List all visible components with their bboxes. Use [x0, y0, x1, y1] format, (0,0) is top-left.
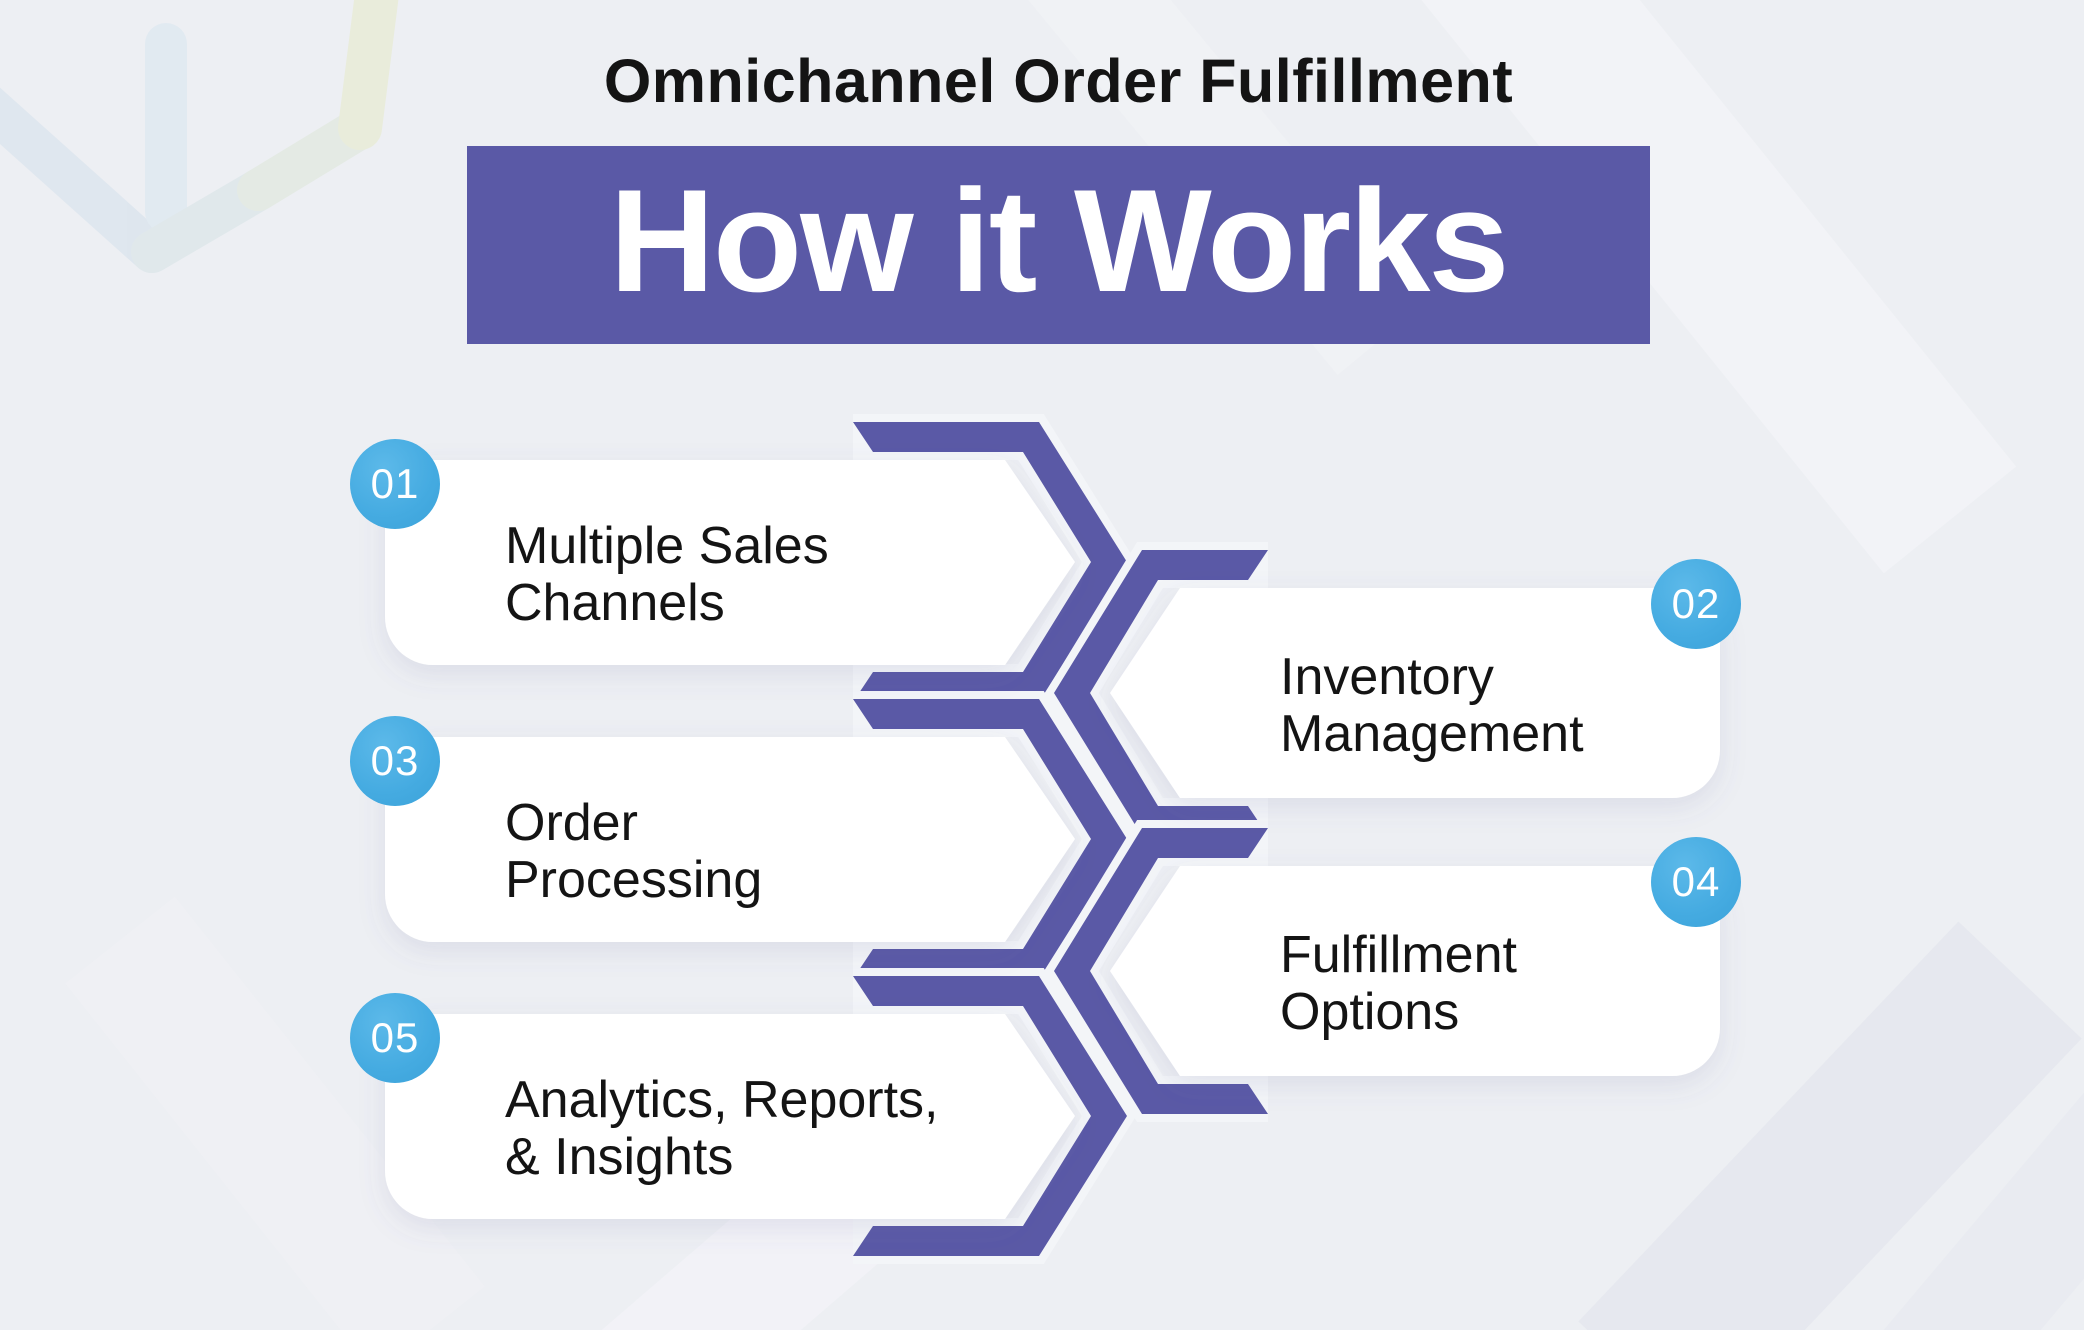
step-1-card	[385, 460, 1075, 665]
step-5-badge: 05	[350, 993, 440, 1083]
step-number: 04	[1671, 858, 1721, 905]
step-label-line: Fulfillment	[1280, 926, 1517, 984]
step-label-line: Options	[1280, 983, 1460, 1041]
step-1-chevron	[853, 422, 1127, 702]
step-2-chevron	[1054, 550, 1268, 836]
step-1-label: Multiple Sales Channels	[505, 518, 1000, 632]
brand-watermark-icon	[0, 0, 399, 273]
step-label-line: Inventory	[1280, 648, 1494, 706]
step-4-card	[1110, 866, 1720, 1076]
step-4-badge: 04	[1651, 837, 1741, 927]
step-label-line: Processing	[505, 851, 763, 909]
step-1-badge: 01	[350, 439, 440, 529]
step-4-chevron	[1054, 828, 1268, 1114]
step-2-badge: 02	[1651, 559, 1741, 649]
step-3-label: Order Processing	[505, 795, 1000, 909]
step-3-card	[385, 737, 1075, 942]
step-number: 05	[370, 1014, 420, 1061]
page-title: Omnichannel Order Fulfillment	[603, 47, 1514, 115]
step-5-chevron	[853, 976, 1127, 1256]
step-label-line: Analytics, Reports,	[505, 1071, 939, 1129]
step-number: 02	[1671, 580, 1721, 627]
step-4-label: Fulfillment Options	[1280, 927, 1710, 1041]
banner-label: How it Works	[609, 159, 1509, 322]
step-label-line: Management	[1280, 705, 1584, 763]
step-5-label: Analytics, Reports, & Insights	[505, 1072, 1000, 1186]
step-label-line: & Insights	[505, 1128, 734, 1186]
step-3-badge: 03	[350, 716, 440, 806]
title-banner: How it Works	[467, 146, 1650, 344]
step-2-card	[1110, 588, 1720, 798]
step-2-label: Inventory Management	[1280, 649, 1710, 763]
step-3-chevron	[853, 699, 1127, 979]
step-number: 03	[370, 737, 420, 784]
step-label-line: Multiple Sales	[505, 517, 829, 575]
step-label-line: Order	[505, 794, 638, 852]
step-5-card	[385, 1014, 1075, 1219]
step-label-line: Channels	[505, 574, 725, 632]
step-number: 01	[370, 460, 420, 507]
